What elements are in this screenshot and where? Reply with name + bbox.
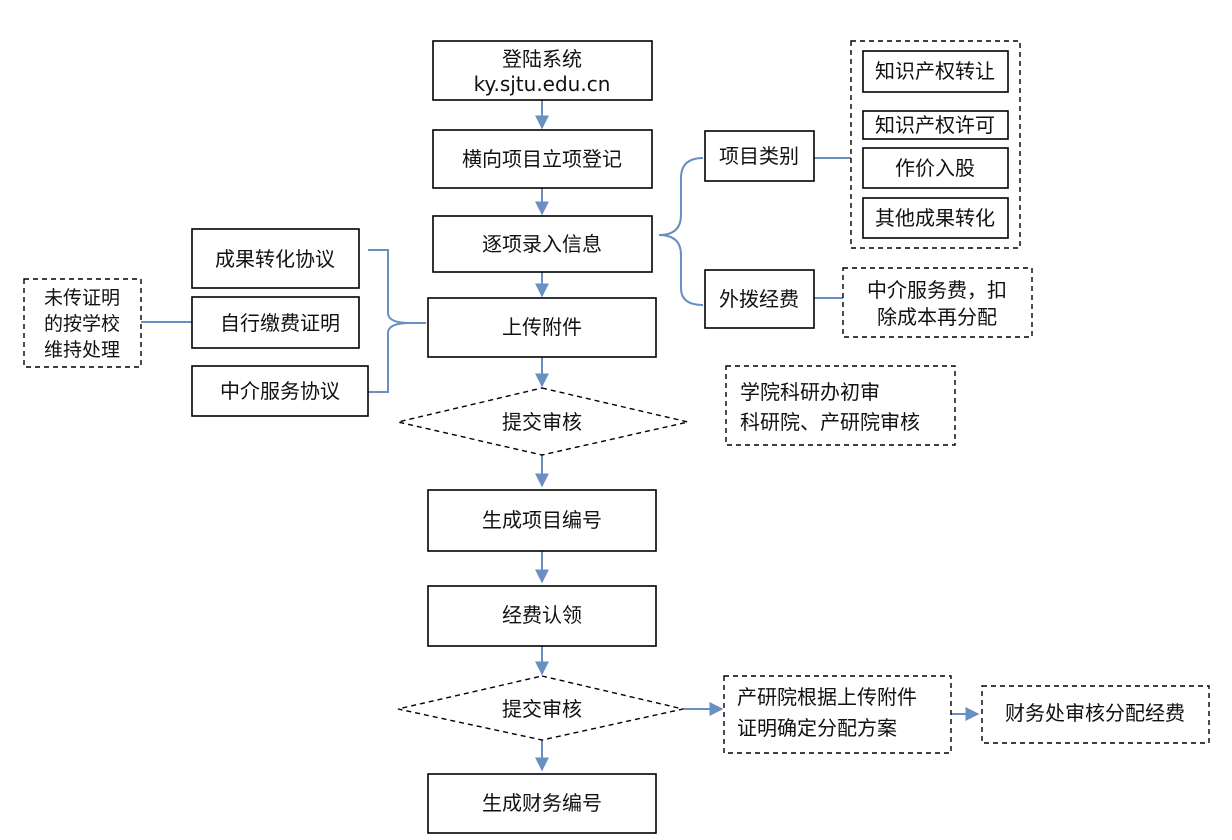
- review-note-line2: 科研院、产研院审核: [740, 410, 920, 434]
- review-note-line1: 学院科研办初审: [740, 380, 880, 404]
- enter-info-label: 逐项录入信息: [482, 232, 602, 256]
- category-item-license-frame: [862, 110, 1009, 140]
- external-funding-note-frame: [842, 267, 1033, 338]
- category-item-transfer: 知识产权转让: [875, 59, 995, 83]
- login-title: 登陆系统: [502, 47, 582, 71]
- attachment-agency-agreement: 中介服务协议: [220, 379, 340, 403]
- allocation-note: 产研院根据上传附件 证明确定分配方案: [723, 675, 952, 754]
- finance-review-note: 财务处审核分配经费: [981, 685, 1210, 744]
- review-decision-2-diamond: [397, 675, 684, 741]
- missing-proof-line1: 未传证明: [44, 287, 120, 309]
- review-decision-1: 提交审核: [397, 387, 689, 456]
- project-number-box-frame: [427, 489, 657, 552]
- finance-review-note-frame: [981, 685, 1210, 744]
- missing-proof-note: 未传证明 的按学校 维持处理: [23, 278, 142, 368]
- attachment-list: 成果转化协议 自行缴费证明 中介服务协议: [191, 228, 369, 417]
- category-item-other-frame: [862, 197, 1009, 239]
- review-decision-1-diamond: [397, 387, 689, 456]
- external-funding-box-frame: [704, 269, 815, 329]
- enter-info-box-frame: [432, 215, 653, 273]
- external-funding-note-line2: 除成本再分配: [877, 305, 997, 329]
- enter-info-box: 逐项录入信息: [432, 215, 653, 273]
- allocation-note-frame: [723, 675, 952, 754]
- project-category-label: 项目类别: [719, 144, 799, 168]
- missing-proof-line3: 维持处理: [44, 339, 120, 361]
- review-note: 学院科研办初审 科研院、产研院审核: [725, 365, 956, 446]
- missing-proof-note-frame: [23, 278, 142, 368]
- project-number-box: 生成项目编号: [427, 489, 657, 552]
- category-item-transfer-frame: [862, 50, 1009, 93]
- register-box-frame: [432, 129, 653, 189]
- attachment-agency-agreement-frame: [191, 365, 369, 417]
- finance-number-box-frame: [427, 773, 657, 834]
- project-number-label: 生成项目编号: [482, 508, 602, 532]
- login-url: ky.sjtu.edu.cn: [474, 72, 611, 96]
- upload-box-frame: [427, 297, 657, 358]
- claim-funds-box-frame: [427, 585, 657, 647]
- review-decision-2-label: 提交审核: [502, 697, 582, 721]
- connectors: [141, 100, 980, 772]
- finance-review-label: 财务处审核分配经费: [1005, 701, 1185, 725]
- finance-number-label: 生成财务编号: [482, 791, 602, 815]
- register-box: 横向项目立项登记: [432, 129, 653, 189]
- login-box: 登陆系统 ky.sjtu.edu.cn: [432, 40, 653, 101]
- claim-funds-label: 经费认领: [502, 603, 582, 627]
- external-funding-note: 中介服务费，扣 除成本再分配: [842, 267, 1033, 338]
- brace-bottom-attachment: [368, 322, 411, 393]
- brace-top-attachment: [368, 249, 411, 324]
- category-item-other: 其他成果转化: [875, 206, 995, 230]
- brace-to-project-category: [658, 157, 704, 236]
- category-item-license: 知识产权许可: [875, 113, 995, 137]
- category-item-equity: 作价入股: [895, 156, 975, 180]
- review-decision-2: 提交审核: [397, 675, 684, 741]
- project-category-box: 项目类别: [704, 130, 815, 182]
- project-category-box-frame: [704, 130, 815, 182]
- external-funding-label: 外拨经费: [719, 287, 799, 311]
- login-box-frame: [432, 40, 653, 101]
- review-note-frame: [725, 365, 956, 446]
- review-decision-1-label: 提交审核: [502, 410, 582, 434]
- attachment-payment-proof-frame: [191, 296, 360, 349]
- upload-box: 上传附件: [427, 297, 657, 358]
- external-funding-box: 外拨经费: [704, 269, 815, 329]
- attachment-agreement: 成果转化协议: [215, 247, 335, 271]
- attachment-payment-proof: 自行缴费证明: [220, 311, 340, 335]
- external-funding-note-line1: 中介服务费，扣: [867, 278, 1007, 302]
- allocation-note-line2: 证明确定分配方案: [737, 716, 897, 740]
- category-item-equity-frame: [862, 147, 1009, 189]
- brace-to-external-funding: [658, 234, 704, 306]
- upload-label: 上传附件: [502, 315, 582, 339]
- claim-funds-box: 经费认领: [427, 585, 657, 647]
- register-label: 横向项目立项登记: [462, 147, 622, 171]
- category-group: 知识产权转让 知识产权许可 作价入股 其他成果转化: [850, 40, 1021, 249]
- missing-proof-line2: 的按学校: [44, 313, 120, 335]
- allocation-note-line1: 产研院根据上传附件: [737, 685, 917, 709]
- finance-number-box: 生成财务编号: [427, 773, 657, 834]
- attachment-agreement-frame: [191, 228, 360, 289]
